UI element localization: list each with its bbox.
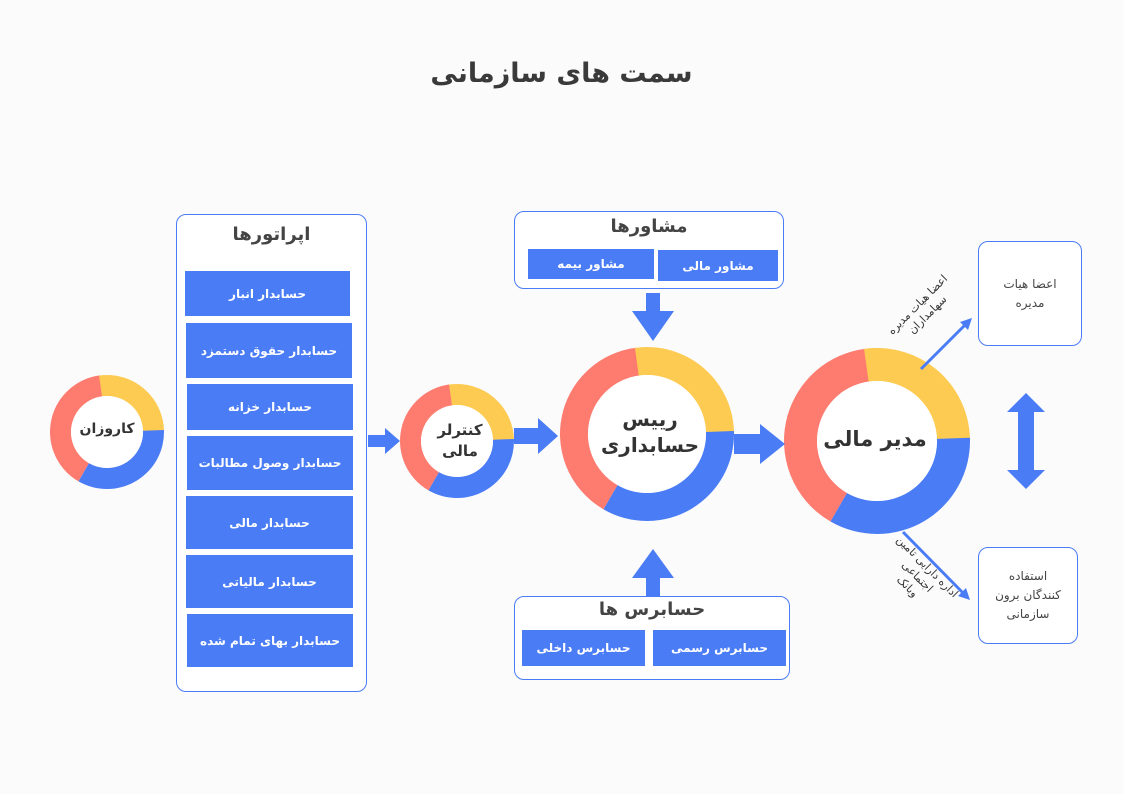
controller-line2: مالی <box>442 442 478 460</box>
controller-label: کنترلر مالی <box>418 420 502 462</box>
cfo-ring-center <box>817 381 937 501</box>
arrow-cfo-external-head <box>958 588 970 600</box>
arrow-cfo-board <box>919 320 970 371</box>
advisors-title: مشاورها <box>610 216 688 237</box>
arrow-auditors-chief <box>632 549 674 596</box>
arrow-board-external <box>1007 393 1045 489</box>
workers-ring-red-segment <box>51 375 103 423</box>
workers-ring-yellow-segment <box>99 375 164 432</box>
operator-item: حسابدار حقوق دستمزد <box>184 321 354 380</box>
arrow-workers-operators <box>368 428 400 454</box>
arrows <box>368 293 1045 600</box>
chief-line1: رییس <box>622 407 678 431</box>
controller-ring-center <box>421 405 493 477</box>
chief-ring-yellow-segment <box>634 347 734 434</box>
controller-ring-blue-segment <box>428 439 514 498</box>
arrow-controller-chief <box>514 418 558 454</box>
workers-ring-center <box>71 396 143 468</box>
advisor-insurance: مشاور بیمه <box>526 247 656 281</box>
chief-ring-red-segment <box>562 347 640 419</box>
cfo-ring-blue-segment <box>830 437 970 535</box>
operators-title: اپراتورها <box>232 224 311 245</box>
board-box: اعضا هیات مدیره <box>978 241 1082 346</box>
operator-item: حسابدار بهای تمام شده <box>185 612 355 669</box>
auditor-internal: حسابرس داخلی <box>520 628 647 668</box>
chief-ring-red-segment-lower <box>560 408 618 510</box>
arrow-cfo-board-head <box>960 318 972 330</box>
controller-line1: کنترلر <box>437 421 483 439</box>
operator-item: حسابدار وصول مطالبات <box>185 434 355 492</box>
cfo-ring-yellow-segment <box>864 348 970 441</box>
operator-item: حسابدار انبار <box>183 269 352 318</box>
advisor-financial: مشاور مالی <box>656 248 780 283</box>
arrow-chief-cfo <box>734 424 785 464</box>
controller-ring-red-segment <box>401 384 453 432</box>
controller-ring-red-segment-lower <box>400 424 439 491</box>
cfo-ring-red-segment <box>787 348 870 426</box>
cfo-label: مدیر مالی <box>823 427 927 451</box>
workers-ring-blue-segment <box>78 430 164 489</box>
operator-item: حسابدار مالیاتی <box>184 553 355 610</box>
workers-ring-red-segment-lower <box>49 415 89 482</box>
operator-item: حسابدار مالی <box>184 494 355 551</box>
workers-label: کاروزان <box>79 421 135 437</box>
chief-line2: حسابداری <box>600 433 700 457</box>
page-title: سمت های سازمانی <box>430 58 693 89</box>
operator-item: حسابدار خزانه <box>185 382 355 432</box>
arrow-advisors-chief <box>632 293 674 341</box>
auditor-official: حسابرس رسمی <box>651 628 788 668</box>
auditors-title: حسابرس ها <box>598 599 706 620</box>
chief-ring-blue-segment <box>603 430 735 522</box>
chief-label: رییس حسابداری <box>588 406 712 458</box>
cfo-ring-red-segment-lower <box>784 413 847 522</box>
external-users-box: استفاده کنندگان برون سازمانی <box>978 547 1078 644</box>
chief-ring-center <box>588 375 706 493</box>
arrow-cfo-external <box>901 530 968 598</box>
controller-ring-yellow-segment <box>449 384 514 441</box>
ring-graphics <box>49 347 970 535</box>
